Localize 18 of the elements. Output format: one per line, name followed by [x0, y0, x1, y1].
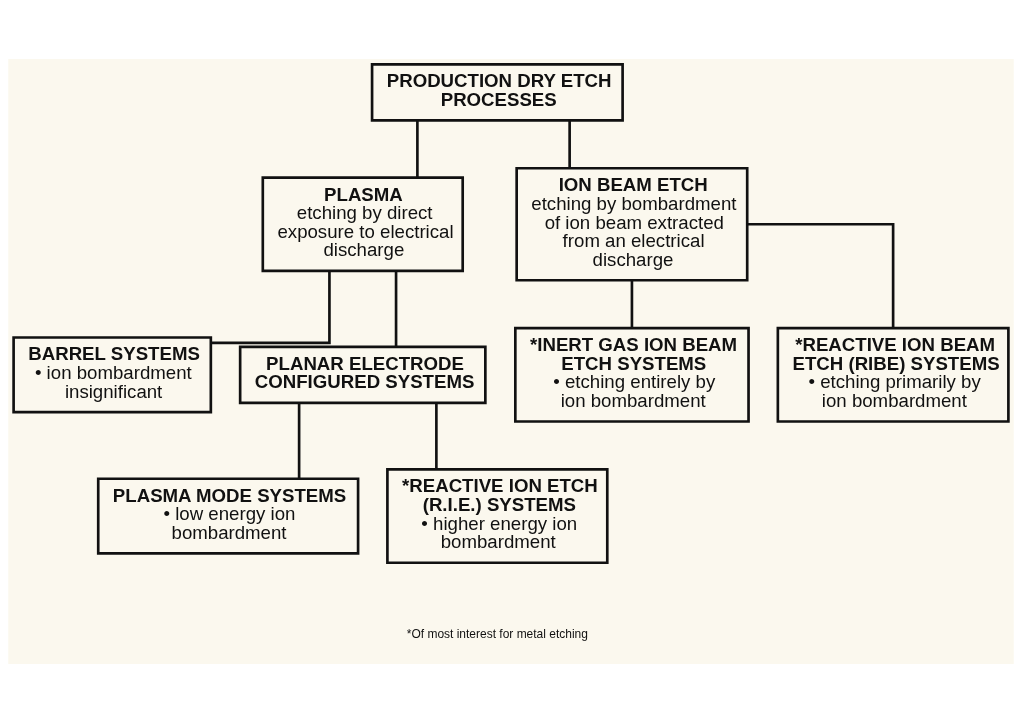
node-box: *INERT GAS ION BEAM ETCH SYSTEMS • etching entirely by ion bombardment: [514, 326, 750, 423]
node-box: BARREL SYSTEMS • ion bombardment insignificant: [12, 335, 213, 413]
connector: [630, 279, 634, 328]
connector: [416, 120, 419, 177]
node-box: PRODUCTION DRY ETCH PROCESSES: [370, 62, 624, 122]
node-box: PLASMA MODE SYSTEMS • low energy ion bombardment: [96, 476, 360, 555]
node-box: *REACTIVE ION ETCH (R.I.E.) SYSTEMS • higher energy ion bombardment: [386, 467, 609, 564]
label: *Of most interest for metal etching: [406, 626, 588, 641]
node-box: *REACTIVE ION BEAM ETCH (RIBE) SYSTEMS • etching primarily by ion bombardment: [776, 326, 1010, 423]
node-box: ION BEAM ETCH etching by bombardment of ion beam extracted from an electrical discharge: [515, 166, 749, 282]
connector: [394, 270, 398, 346]
connector: [568, 120, 571, 168]
node-box: PLANAR ELECTRODE CONFIGURED SYSTEMS: [238, 345, 487, 404]
connector: [297, 402, 301, 478]
connector: [211, 270, 331, 344]
connector: [435, 402, 438, 469]
connector: [747, 222, 895, 328]
node-box: PLASMA etching by direct exposure to electrical discharge: [261, 175, 465, 272]
